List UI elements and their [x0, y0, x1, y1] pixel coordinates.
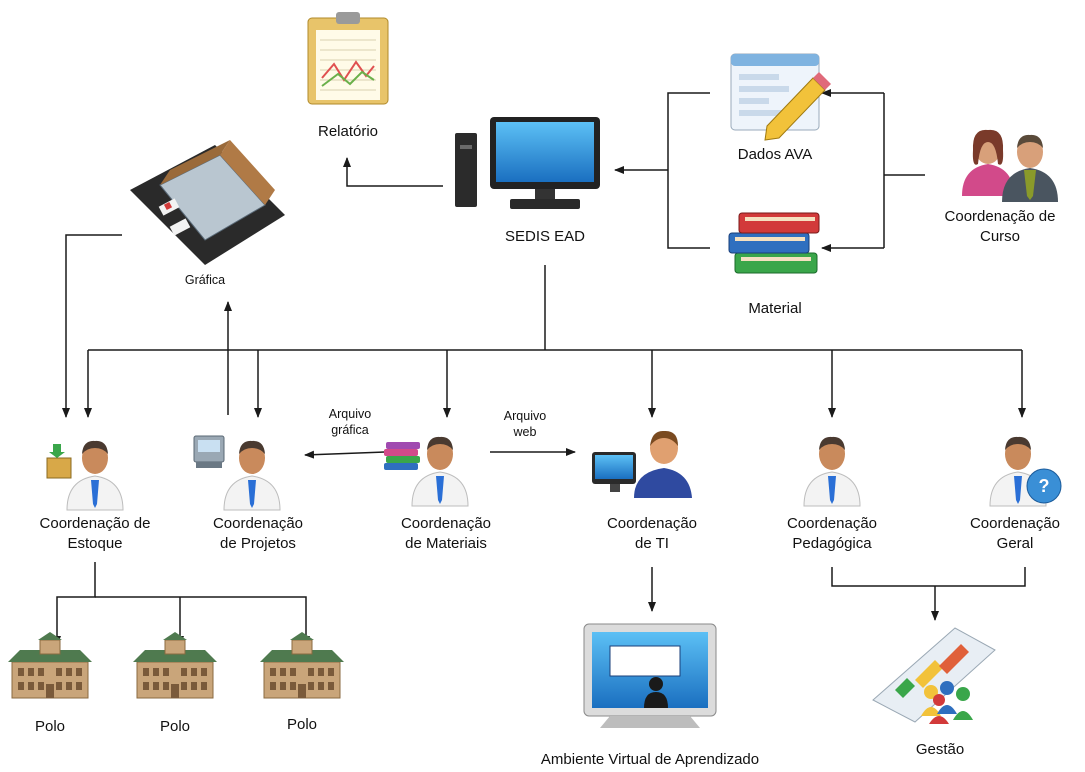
polo-label: Polo: [286, 716, 318, 733]
edge-materiais-projetos: [304, 450, 386, 459]
coord-curso-label: Coordenação de Curso: [944, 208, 1056, 245]
polo-label: Polo: [159, 718, 191, 735]
desktop-computer-icon: [455, 117, 600, 209]
edge-label-arquivo-grafica: Arquivo gráfica: [328, 407, 372, 437]
edge-grafica-estoque: [62, 234, 122, 418]
coord-projetos-label: Coordenação de Projetos: [212, 515, 304, 552]
polo-label: Polo: [34, 718, 66, 735]
books-stack-icon: [728, 212, 820, 274]
form-pencil-icon: [730, 53, 831, 141]
edge-sedis-relatorio: [343, 157, 443, 187]
person-icon: [803, 436, 861, 507]
edge-estoque-polos: [53, 562, 96, 646]
svg-text:?: ?: [1039, 476, 1050, 496]
coord-geral-label: Coordenação Geral: [969, 515, 1061, 552]
chart-people-icon: [872, 627, 996, 724]
dados-ava-label: Dados AVA: [737, 146, 813, 163]
person-printer-icon: [193, 435, 281, 511]
campus-building-icon: [132, 631, 218, 699]
campus-building-icon: [259, 631, 345, 699]
edge-bracket-sedis: [667, 92, 710, 249]
sedis-label: SEDIS EAD: [504, 228, 586, 245]
ava-label: Ambiente Virtual de Aprendizado: [540, 751, 760, 768]
people-pair-icon: [962, 129, 1058, 202]
grafica-label: Gráfica: [184, 273, 226, 287]
connectors: [53, 89, 1026, 646]
person-box-icon: [46, 440, 124, 511]
edge-ped-geral-gestao: [831, 567, 1026, 587]
coord-estoque-label: Coordenação de Estoque: [39, 515, 151, 552]
coord-pedagogica-label: Coordenação Pedagógica: [786, 515, 878, 552]
clipboard-chart-icon: [307, 12, 389, 105]
factory-building-icon: [130, 140, 285, 265]
person-computer-icon: [592, 430, 692, 498]
material-label: Material: [748, 300, 802, 317]
coord-materiais-label: Coordenação de Materiais: [400, 515, 492, 552]
person-help-icon: ?: [989, 436, 1062, 507]
coord-ti-label: Coordenação de TI: [606, 515, 698, 552]
edge-label-arquivo-web: Arquivo web: [503, 409, 547, 439]
relatorio-label: Relatório: [317, 123, 379, 140]
monitor-classroom-icon: [583, 623, 717, 728]
person-books-icon: [384, 436, 469, 507]
gestao-label: Gestão: [915, 741, 965, 758]
campus-building-icon: [7, 631, 93, 699]
